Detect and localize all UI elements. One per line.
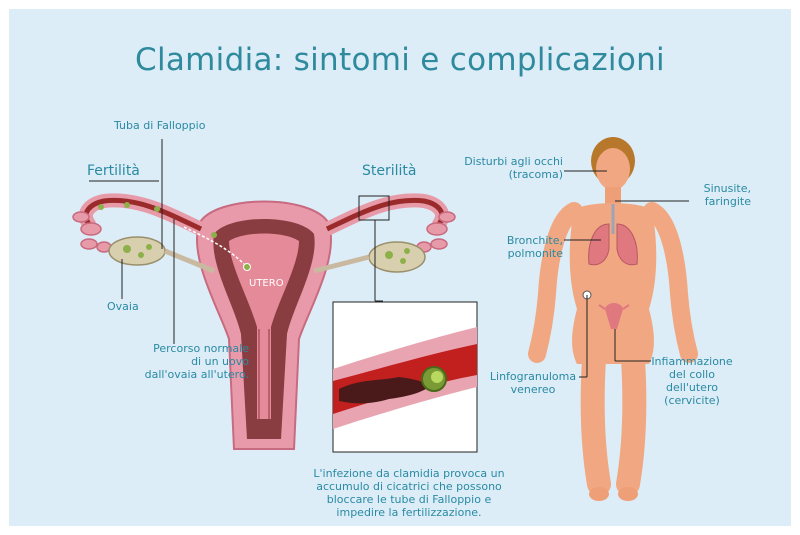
label-fertilita: Fertilità <box>87 165 140 178</box>
page-title: Clamidia: sintomi e complicazioni <box>9 42 791 78</box>
label-bronchite: Bronchite, polmonite <box>469 234 563 260</box>
label-sterilita: Sterilità <box>362 165 416 178</box>
label-percorso: Percorso normale di un uovo dall'ovaia a… <box>101 342 249 381</box>
caption-line-1: L'infezione da clamidia provoca un <box>299 467 519 480</box>
body-figure <box>537 137 689 501</box>
percorso-line-1: Percorso normale <box>101 342 249 355</box>
occhi-line-2: (tracoma) <box>449 168 563 181</box>
caption-line-2: accumulo di cicatrici che possono <box>299 480 519 493</box>
linfo-line-1: Linfogranuloma <box>483 370 583 383</box>
bronchite-line-1: Bronchite, <box>469 234 563 247</box>
infiammazione-line-4: (cervicite) <box>647 394 737 407</box>
infiammazione-line-2: del collo <box>647 368 737 381</box>
percorso-line-3: dall'ovaia all'utero. <box>101 368 249 381</box>
tube-detail-panel <box>333 302 477 452</box>
linfo-line-2: venereo <box>483 383 583 396</box>
label-tuba-falloppio: Tuba di Falloppio <box>114 119 205 132</box>
label-disturbi-occhi: Disturbi agli occhi (tracoma) <box>449 155 563 181</box>
infiammazione-line-3: dell'utero <box>647 381 737 394</box>
caption-line-4: impedire la fertilizzazione. <box>299 506 519 519</box>
percorso-line-2: di un uovo <box>101 355 249 368</box>
label-sinusite: Sinusite, faringite <box>669 182 751 208</box>
infographic-canvas: Clamidia: sintomi e complicazioni Fertil… <box>9 9 791 526</box>
sinusite-line-1: Sinusite, <box>669 182 751 195</box>
label-infiammazione: Infiammazione del collo dell'utero (cerv… <box>647 355 737 407</box>
caption-line-3: bloccare le tube di Falloppio e <box>299 493 519 506</box>
label-utero: UTERO <box>249 277 284 290</box>
illustration <box>9 9 791 526</box>
occhi-line-1: Disturbi agli occhi <box>449 155 563 168</box>
bronchite-line-2: polmonite <box>469 247 563 260</box>
infiammazione-line-1: Infiammazione <box>647 355 737 368</box>
label-linfogranuloma: Linfogranuloma venereo <box>483 370 583 396</box>
caption-infezione: L'infezione da clamidia provoca un accum… <box>299 467 519 519</box>
label-ovaia: Ovaia <box>107 300 139 313</box>
sinusite-line-2: faringite <box>669 195 751 208</box>
